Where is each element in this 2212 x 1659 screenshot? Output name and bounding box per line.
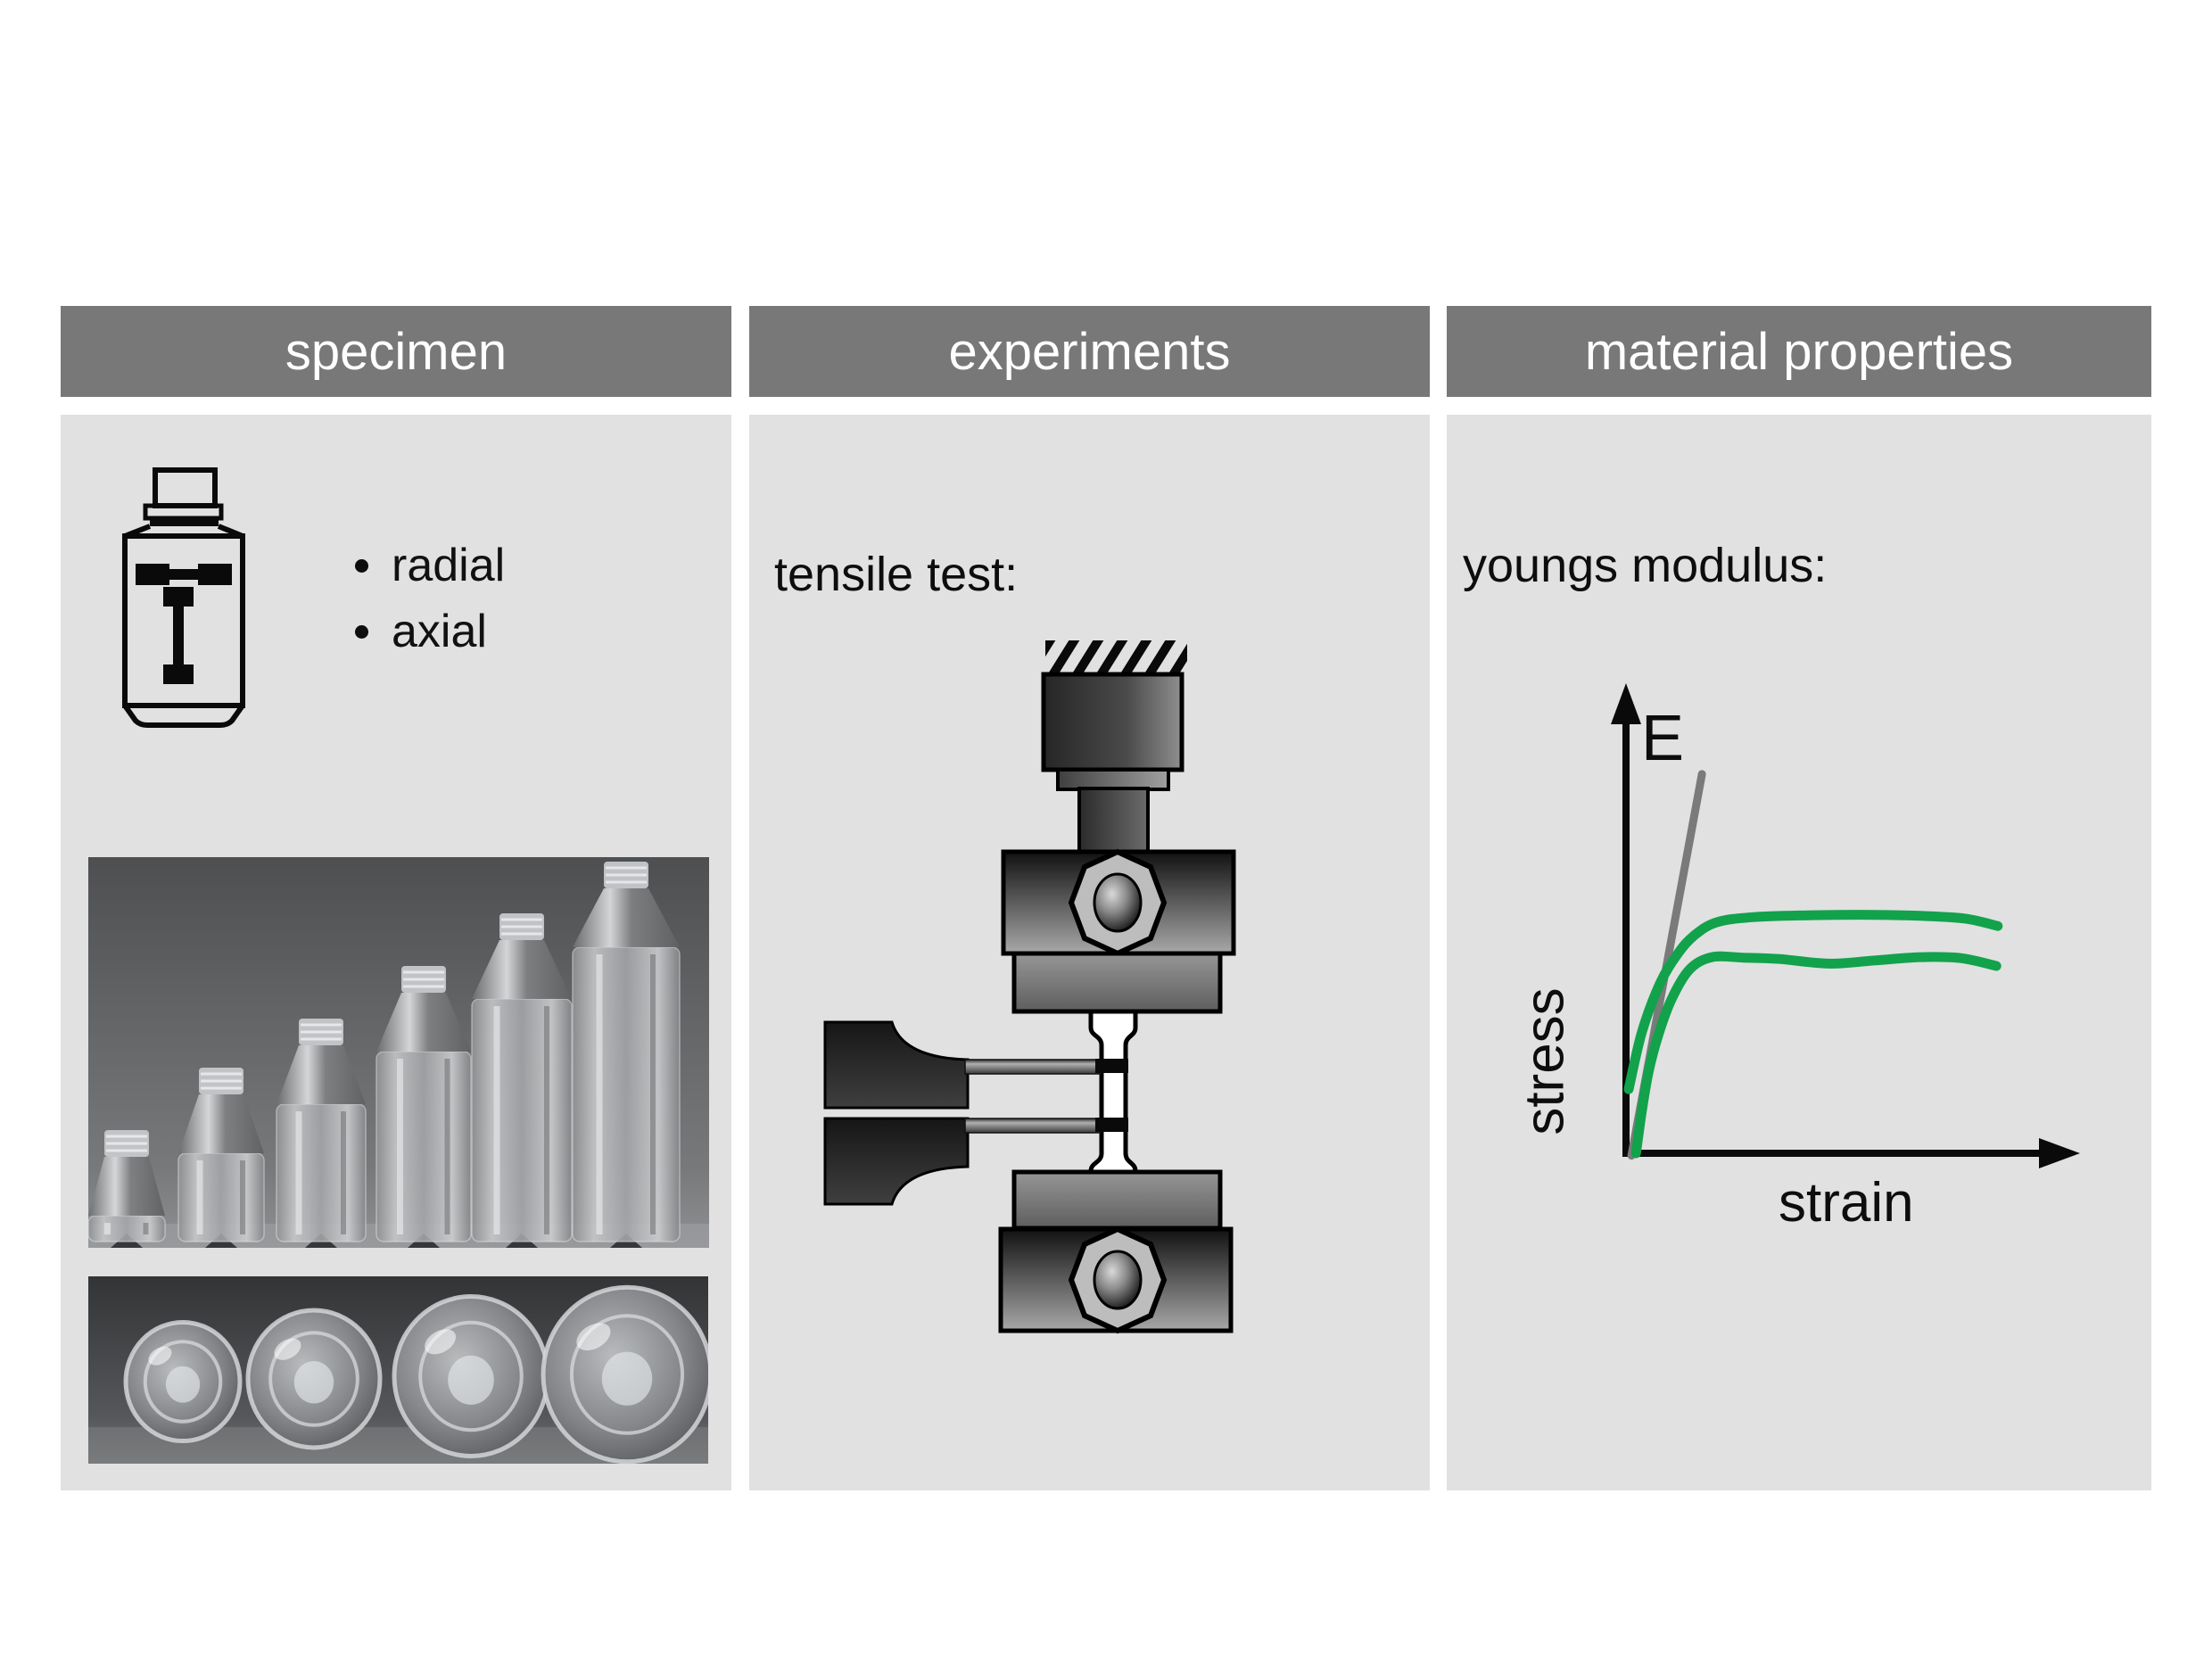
bottle-icon [376,966,472,1248]
panel-specimen: specimen [61,306,731,1490]
tensile-test-caption: tensile test: [774,548,1019,601]
panel-experiments: experiments tensile test: [749,306,1430,1490]
pet-bottles-photo [88,857,709,1248]
specimen-graphics [88,467,709,1464]
panel-header-material-properties: material properties [1447,306,2151,397]
lower-grip [998,1169,1234,1334]
list-item-radial: radial [355,532,505,598]
extensometer-upper-arm-icon [823,1020,970,1110]
bullet-dot-icon [355,558,368,573]
extensometer [823,1020,1128,1206]
bottle-icon [177,1068,265,1248]
bottle-icon [471,913,573,1248]
tensile-test-rig-diagram [823,640,1236,1334]
bottle-icon [276,1019,367,1248]
bottle-base-icon [392,1294,550,1458]
panel-body-specimen: radial axial [61,415,731,1490]
list-item-label: axial [392,606,487,657]
bottle-icon [88,1130,166,1248]
specimen-orientation-list: radial axial [355,532,505,664]
y-axis-label: stress [1514,987,1576,1135]
panel-body-material-properties: youngs modulus: E stress strain [1447,415,2151,1490]
list-item-label: radial [392,540,506,591]
upper-grip [1001,848,1236,1014]
bottle-base-icon [245,1308,383,1450]
bottle-base-icon [541,1284,708,1464]
panel-body-experiments: tensile test: [749,415,1430,1490]
bullet-dot-icon [355,624,368,639]
x-axis-label: strain [1779,1172,1914,1234]
axial-specimen-icon [163,587,194,684]
stress-strain-chart [1611,683,2080,1168]
stress-strain-curve-upper [1623,910,2003,1094]
panel-header-specimen: specimen [61,306,731,397]
panel-header-experiments: experiments [749,306,1430,397]
upper-crosshead [1041,672,1184,854]
bottle-specimen-diagram-icon [122,467,245,728]
youngs-modulus-E-annotation: E [1641,703,1685,774]
bottle-bases-photo [88,1276,708,1464]
panel-material-properties: material properties youngs modulus: E st… [1447,306,2151,1490]
list-item-axial: axial [355,598,505,664]
fixed-support-hatch-icon [1045,640,1187,674]
chart-curves [1623,770,2003,1160]
radial-specimen-icon [136,564,232,585]
bottle-base-icon [123,1319,243,1444]
stress-strain-curve-lower [1630,951,2002,1159]
youngs-modulus-caption: youngs modulus: [1463,539,1828,592]
bottle-icon [572,862,681,1248]
tensile-specimen-icon [1088,1009,1138,1175]
extensometer-lower-arm-icon [823,1117,970,1206]
